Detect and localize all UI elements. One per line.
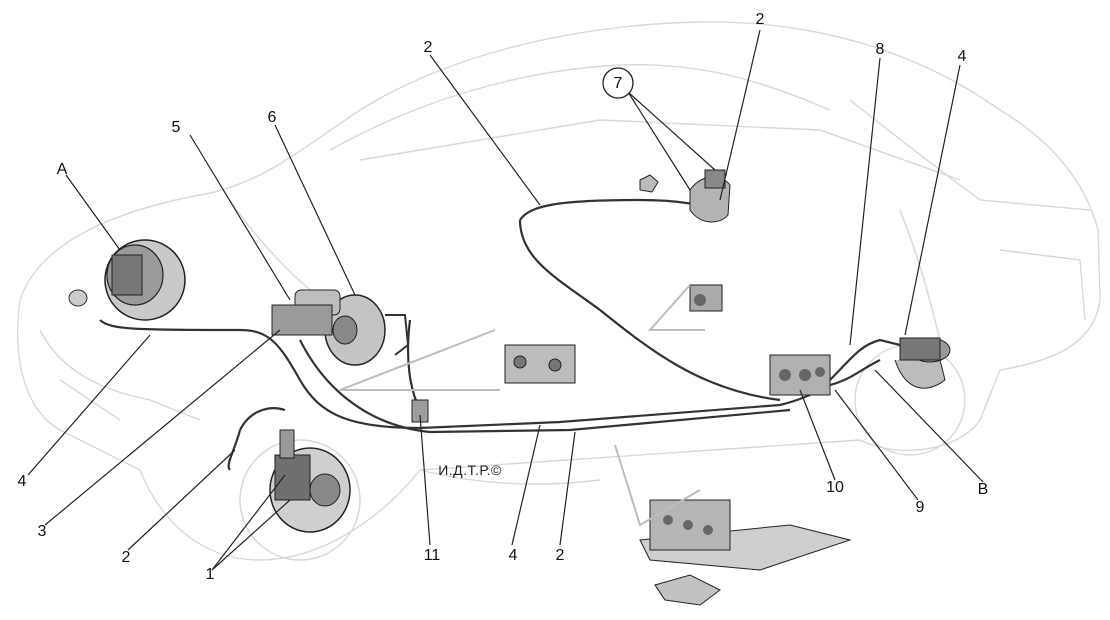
copyright-mark: И.Д.Т.Р.© bbox=[438, 462, 502, 478]
callout-lines bbox=[27, 29, 984, 571]
rear-right-brake-mechanism bbox=[894, 337, 951, 389]
label-2-top-right: 2 bbox=[755, 11, 765, 28]
front-left-brake-mechanism bbox=[68, 239, 186, 321]
bracket-parts bbox=[411, 174, 723, 423]
pressure-regulator bbox=[769, 354, 831, 396]
label-4-left: 4 bbox=[17, 473, 27, 490]
master-cylinder-and-booster bbox=[271, 289, 410, 366]
label-B: B bbox=[977, 481, 989, 498]
label-4-right: 4 bbox=[957, 48, 967, 65]
label-8: 8 bbox=[875, 41, 885, 58]
label-6: 6 bbox=[267, 109, 277, 126]
label-3: 3 bbox=[37, 523, 47, 540]
label-2-top-left: 2 bbox=[423, 39, 433, 56]
label-7-circle bbox=[602, 67, 634, 99]
label-9: 9 bbox=[915, 499, 925, 516]
label-10: 10 bbox=[826, 479, 844, 496]
label-4-bottom: 4 bbox=[508, 547, 518, 564]
label-1: 1 bbox=[205, 566, 215, 583]
label-2-bottom: 2 bbox=[555, 547, 565, 564]
front-right-brake-mechanism bbox=[269, 429, 351, 533]
rear-brake-connector bbox=[689, 169, 731, 223]
label-11: 11 bbox=[423, 547, 441, 564]
mounting-bracket-detail bbox=[639, 499, 852, 606]
label-5: 5 bbox=[171, 119, 181, 136]
brake-lines bbox=[99, 198, 901, 471]
label-A: A bbox=[56, 161, 68, 178]
label-7: 7 bbox=[613, 75, 623, 92]
label-2-bottom-left: 2 bbox=[121, 549, 131, 566]
